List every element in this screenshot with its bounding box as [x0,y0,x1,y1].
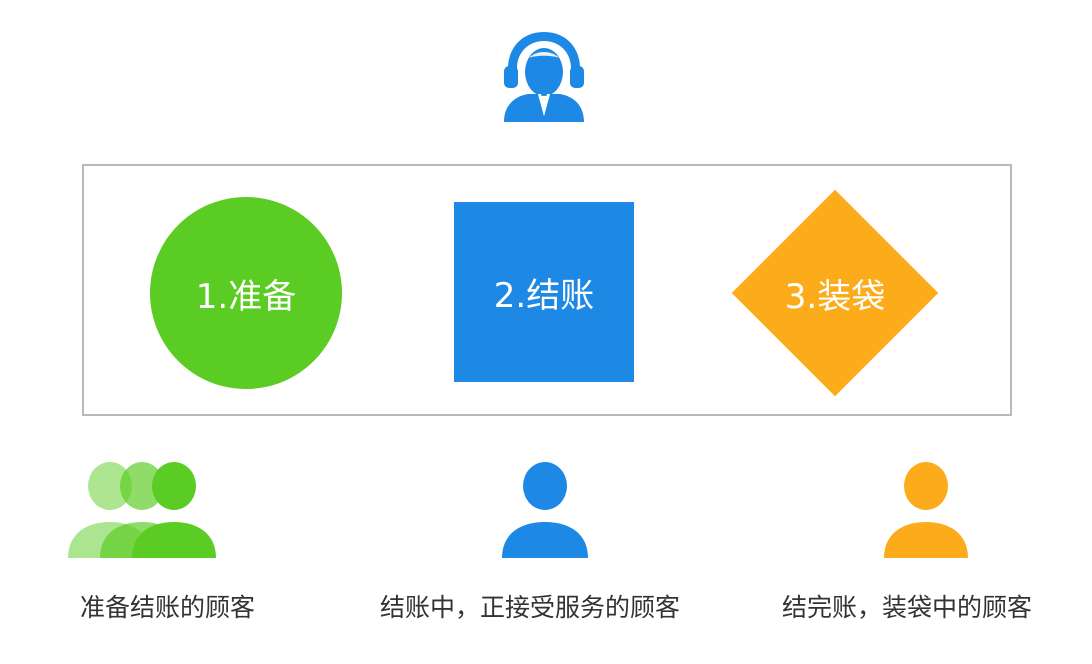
step-bagging-diamond: 3.装袋 [731,189,939,397]
bagging-customer-caption: 结完账，装袋中的顾客 [782,593,1033,622]
process-frame [82,164,1012,416]
person-icon [882,462,970,560]
person-icon [500,462,590,560]
step-prepare-label: 1.准备 [195,276,297,317]
checkout-customer-caption: 结账中，正接受服务的顾客 [380,593,681,622]
step-prepare-circle: 1.准备 [150,197,342,389]
step-checkout-label: 2.结账 [493,275,595,316]
cashier-icon [498,28,590,124]
step-bagging-label: 3.装袋 [784,276,886,317]
step-checkout-square: 2.结账 [454,202,634,382]
waiting-customers-caption: 准备结账的顾客 [80,593,256,622]
people-group-icon [68,462,218,560]
